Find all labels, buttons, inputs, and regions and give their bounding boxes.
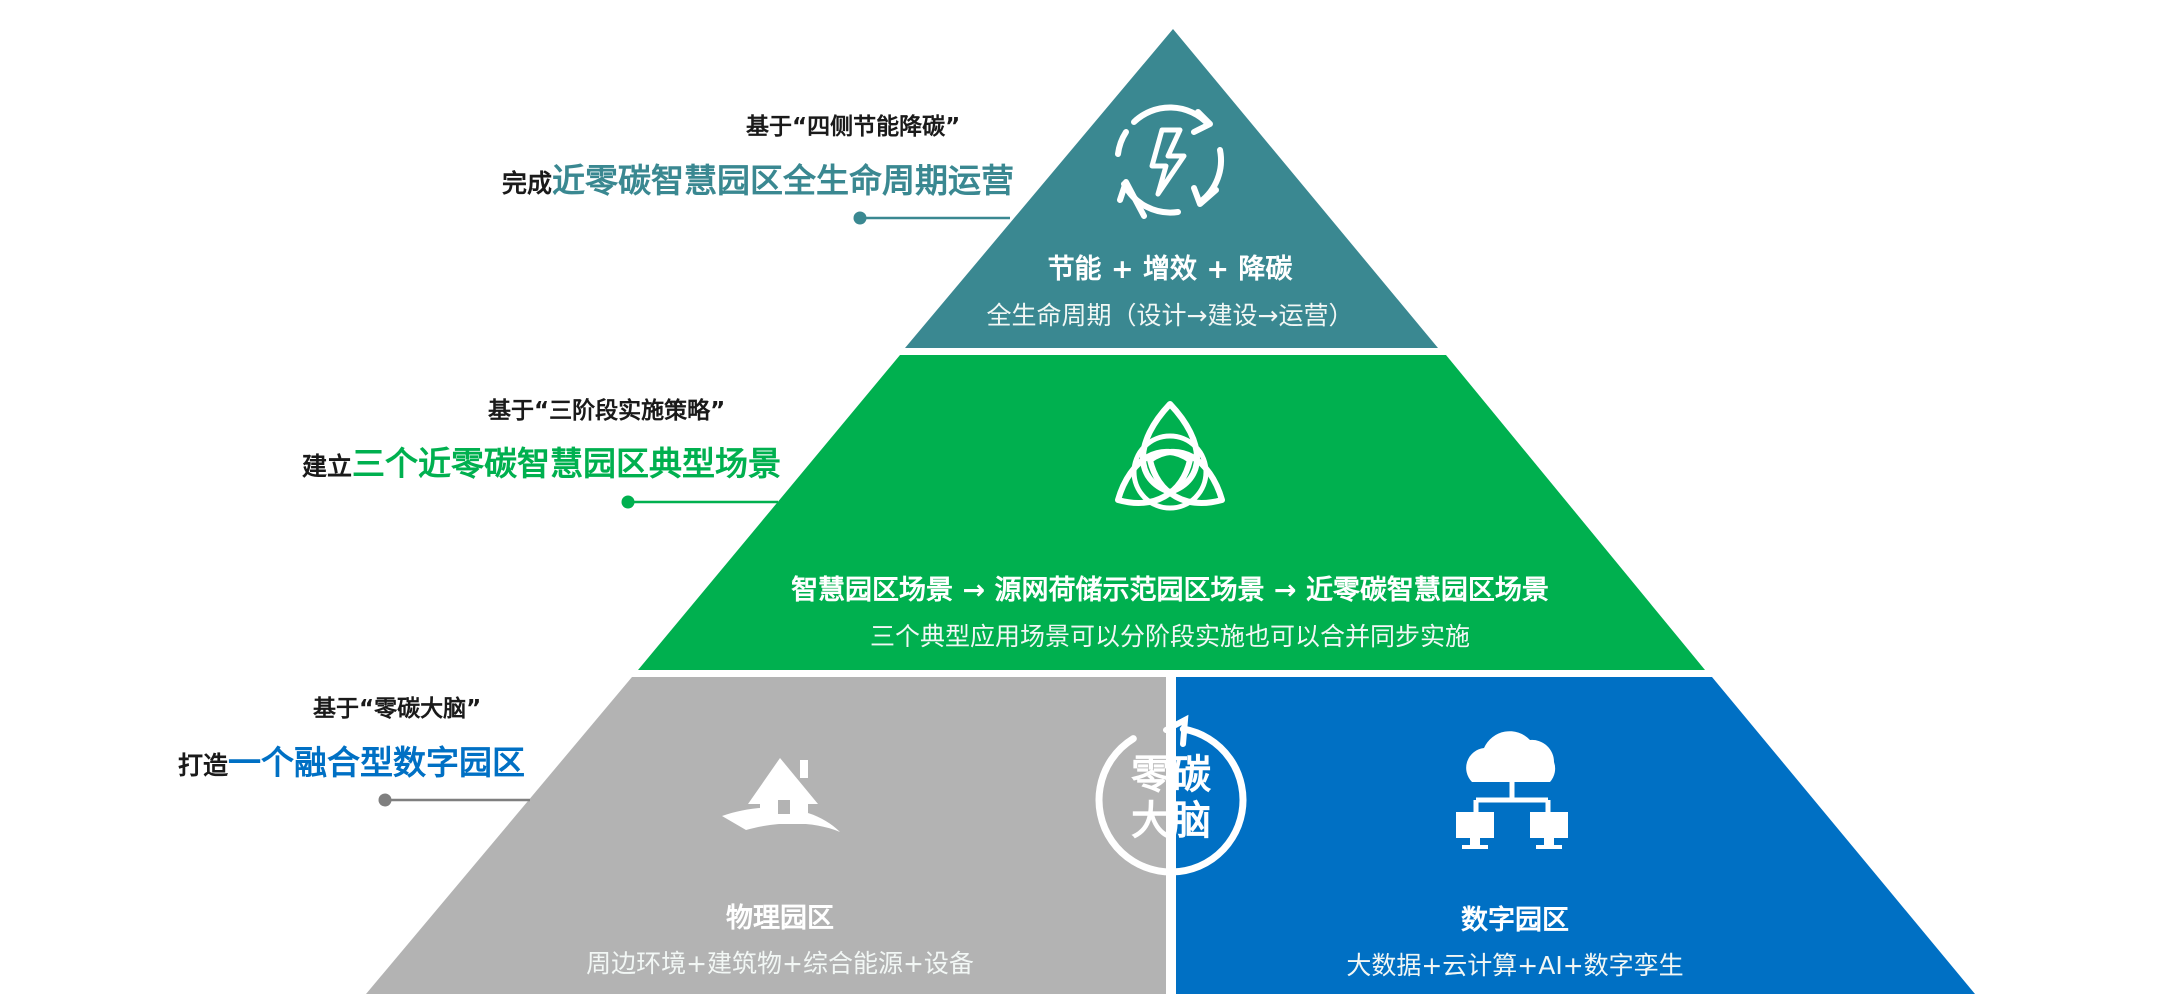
house-icon — [722, 758, 840, 832]
middle-note: 建立三个近零碳智慧园区典型场景 — [302, 437, 781, 485]
bottom-note-lead: 打造 — [178, 751, 229, 780]
arrow-right-icon: → — [1273, 575, 1297, 606]
pyramid-bottom-left — [366, 677, 1166, 994]
bottom-note-highlight: 一个融合型数字园区 — [228, 743, 526, 782]
physical-park-subtitle: 周边环境+建筑物+综合能源+设备 — [586, 949, 974, 978]
triquetra-icon — [1115, 401, 1225, 511]
bottom-note: 打造一个融合型数字园区 — [178, 736, 525, 784]
pyramid-middle-tier — [638, 355, 1705, 670]
top-note-highlight: 近零碳智慧园区全生命周期运营 — [552, 161, 1015, 200]
middle-tier-title: 智慧园区场景 → 源网荷储示范园区场景 → 近零碳智慧园区场景 — [770, 568, 1570, 607]
cycle-arrow-icon — [1095, 714, 1247, 876]
leader-line-middle — [621, 495, 778, 509]
top-tier-subtitle: 全生命周期（设计→建设→运营） — [986, 301, 1354, 330]
middle-tier-subtitle: 三个典型应用场景可以分阶段实施也可以合并同步实施 — [869, 622, 1470, 651]
middle-title-part-1: 智慧园区场景 — [791, 575, 954, 606]
leader-line-top — [853, 211, 1010, 225]
top-note-lead: 完成 — [502, 169, 553, 198]
arrow-right-icon: → — [962, 575, 986, 606]
bottom-note-prefix: 基于“零碳大脑” — [313, 696, 482, 722]
middle-title-part-2: 源网荷储示范园区场景 — [994, 575, 1265, 606]
pyramid-bottom-right — [1176, 677, 1975, 994]
middle-note-lead: 建立 — [302, 452, 353, 481]
middle-note-prefix: 基于“三阶段实施策略” — [488, 398, 726, 424]
top-tier-title: 节能 + 增效 + 降碳 — [1047, 254, 1293, 285]
zero-carbon-brain-label: 零碳 大脑 — [1111, 752, 1231, 844]
leader-line-bottom — [378, 793, 530, 807]
digital-park-title: 数字园区 — [1461, 905, 1569, 936]
brain-line-1: 零碳 — [1131, 752, 1211, 798]
top-note-prefix: 基于“四侧节能降碳” — [746, 114, 961, 140]
brain-line-2: 大脑 — [1131, 798, 1211, 844]
energy-cycle-icon — [1115, 104, 1224, 219]
digital-park-subtitle: 大数据+云计算+AI+数字孪生 — [1346, 951, 1684, 980]
pyramid-top-tier — [905, 29, 1438, 348]
cloud-network-icon — [1456, 731, 1568, 849]
physical-park-title: 物理园区 — [726, 903, 834, 934]
middle-note-highlight: 三个近零碳智慧园区典型场景 — [352, 444, 782, 483]
top-note: 完成近零碳智慧园区全生命周期运营 — [502, 154, 1014, 202]
middle-title-part-3: 近零碳智慧园区场景 — [1305, 575, 1549, 606]
